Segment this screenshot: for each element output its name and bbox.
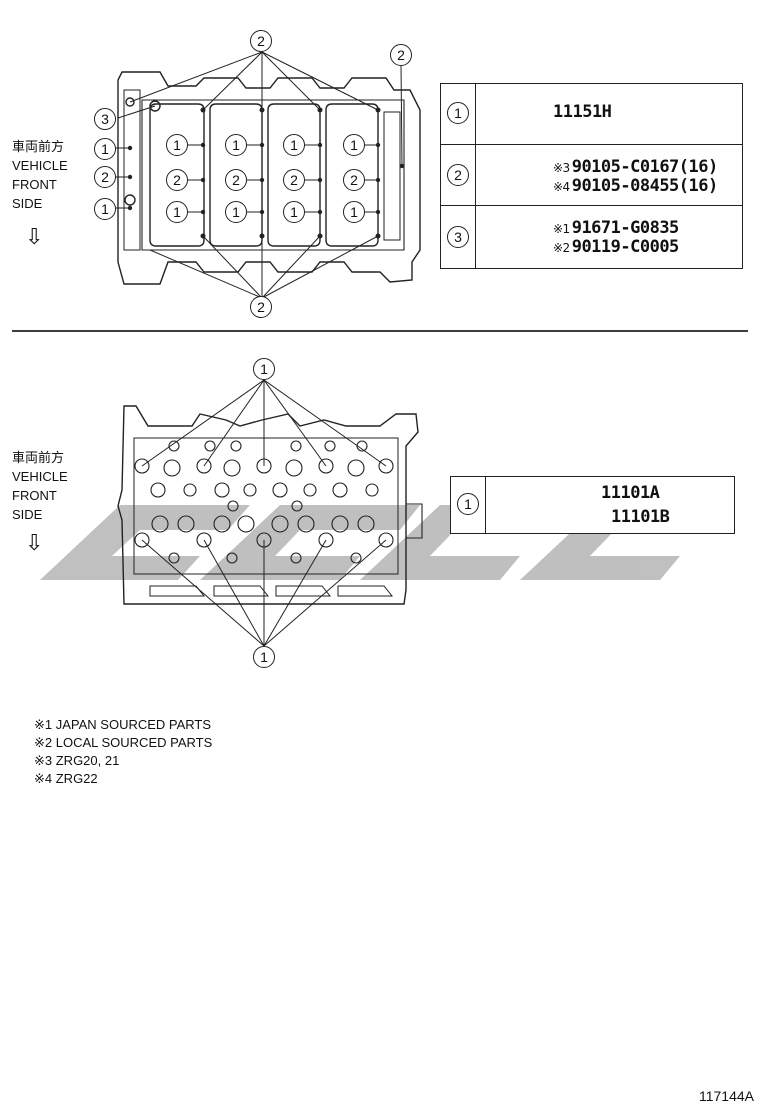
bottom-arrow-down-icon: ⇩ <box>25 530 44 555</box>
footnotes: ※1 JAPAN SOURCED PARTS ※2 LOCAL SOURCED … <box>34 716 212 788</box>
bottom-direction-line1: VEHICLE <box>12 469 68 484</box>
bottom-callout-1-lower: 1 <box>253 646 275 668</box>
part-note-mark: ※2 <box>553 241 570 255</box>
cylinder-head-holes <box>134 440 394 564</box>
part-note-mark: ※4 <box>553 180 570 194</box>
top-callout-1-c4: 1 <box>343 134 365 156</box>
part-number-text: 11101A <box>601 483 660 503</box>
part-number-text: 11151H <box>553 102 612 122</box>
top-callout-1-c1: 1 <box>166 134 188 156</box>
part-number[interactable]: 11101B <box>611 507 670 527</box>
top-callout-1-d3: 1 <box>283 201 305 223</box>
part-number-text: 11101B <box>611 507 670 527</box>
top-direction-line3: SIDE <box>12 196 43 211</box>
part-note-mark: ※3 <box>553 161 570 175</box>
parts-row-ref: 1 <box>457 493 479 515</box>
top-vehicle-front-label: 車両前方 VEHICLE FRONT SIDE <box>12 137 68 213</box>
parts-row-ref-cell: 1 <box>451 477 486 533</box>
top-callout-2-right: 2 <box>390 44 412 66</box>
parts-row-ref-cell: 1 <box>441 84 476 144</box>
top-callout-2-upper: 2 <box>250 30 272 52</box>
top-callout-2-c3: 2 <box>283 169 305 191</box>
bottom-direction-line3: SIDE <box>12 507 43 522</box>
top-direction-line2: FRONT <box>12 177 57 192</box>
top-callout-1-d4: 1 <box>343 201 365 223</box>
top-callout-1-d1: 1 <box>166 201 188 223</box>
top-callout-1-a: 1 <box>94 138 116 160</box>
parts-row-1: 1 11101A 11101B <box>451 477 734 533</box>
part-number-text: 90105-08455(16) <box>571 176 719 196</box>
bottom-parts-table: 1 11101A 11101B <box>450 476 735 534</box>
parts-row-ref: 2 <box>447 164 469 186</box>
part-number[interactable]: 11101A <box>601 483 660 503</box>
part-note-mark: ※1 <box>553 222 570 236</box>
bottom-direction-line2: FRONT <box>12 488 57 503</box>
footnote-2: ※2 LOCAL SOURCED PARTS <box>34 735 213 750</box>
top-callout-3: 3 <box>94 108 116 130</box>
footnote-1: ※1 JAPAN SOURCED PARTS <box>34 717 212 732</box>
top-direction-line1: VEHICLE <box>12 158 68 173</box>
footnote-3: ※3 ZRG20, 21 <box>34 753 120 768</box>
bottom-view-leader-lines <box>141 379 387 647</box>
bottom-callout-1-upper: 1 <box>253 358 275 380</box>
top-callout-1-b: 1 <box>94 198 116 220</box>
top-callout-2-c1: 2 <box>166 169 188 191</box>
cylinder-head-drawing <box>117 405 423 605</box>
parts-row-ref-cell: 3 <box>441 206 476 268</box>
top-view-leader-lines <box>114 51 403 299</box>
top-callout-2-a: 2 <box>94 166 116 188</box>
part-number[interactable]: 11151H <box>553 102 612 122</box>
top-callout-1-c3: 1 <box>283 134 305 156</box>
bottom-vehicle-front-label: 車両前方 VEHICLE FRONT SIDE <box>12 448 68 524</box>
footnote-4: ※4 ZRG22 <box>34 771 98 786</box>
bottom-direction-jp: 車両前方 <box>12 450 65 465</box>
top-direction-jp: 車両前方 <box>12 139 65 154</box>
part-number-text: 90119-C0005 <box>571 237 680 257</box>
part-number-text: 91671-G0835 <box>571 218 680 238</box>
top-callout-2-lower: 2 <box>250 296 272 318</box>
top-callout-1-c2: 1 <box>225 134 247 156</box>
parts-row-1: 1 11151H <box>441 84 742 144</box>
parts-row-ref: 3 <box>447 226 469 248</box>
parts-row-ref: 1 <box>447 102 469 124</box>
parts-row-ref-cell: 2 <box>441 145 476 206</box>
top-callout-2-c2: 2 <box>225 169 247 191</box>
top-callout-2-c4: 2 <box>343 169 365 191</box>
top-callout-1-d2: 1 <box>225 201 247 223</box>
camshaft-housing-drawing <box>117 71 421 285</box>
top-arrow-down-icon: ⇩ <box>25 224 44 249</box>
part-number-text: 90105-C0167(16) <box>571 157 719 177</box>
figure-number: 117144A <box>698 1088 754 1104</box>
